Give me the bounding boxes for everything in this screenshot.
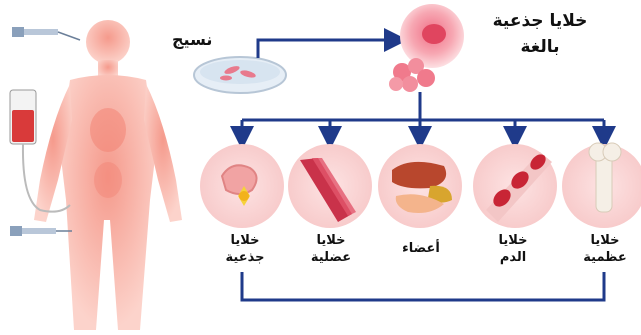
adult-stem-cells-label: خلايا جذعية بالغة	[470, 8, 610, 60]
blood-cell-circle	[473, 144, 557, 228]
organs-circle	[378, 144, 462, 228]
muscle-cells-label-line2: عضلية	[296, 249, 366, 266]
branch-arrows	[242, 92, 604, 138]
bone-cells-label-line1: خلايا	[570, 232, 640, 249]
blood-cells-label-line1: خلايا	[478, 232, 548, 249]
tissue-dish	[194, 57, 286, 93]
stem-cells-label-line2: جذعية	[210, 249, 280, 266]
adult-stem-cells-label-line1: خلايا جذعية	[470, 8, 610, 34]
muscle-cell-circle	[288, 144, 372, 228]
bone-cells-label-line2: عظمية	[570, 249, 640, 266]
stem-cells-label: خلايا جذعية	[210, 232, 280, 266]
bone-cells-label: خلايا عظمية	[570, 232, 640, 266]
blood-cells-label-line2: الدم	[478, 249, 548, 266]
organs-label: أعضاء	[386, 240, 456, 257]
syringe-icon	[10, 226, 72, 236]
syringe-icon	[12, 27, 80, 40]
blood-cells-label: خلايا الدم	[478, 232, 548, 266]
adult-stem-cell	[400, 4, 464, 68]
tissue-label: نسيج	[172, 30, 212, 49]
bottom-connector	[242, 272, 604, 300]
human-body-figure	[34, 20, 182, 330]
stem-cells-label-line1: خلايا	[210, 232, 280, 249]
organs-label-line1: أعضاء	[386, 240, 456, 257]
muscle-cells-label-line1: خلايا	[296, 232, 366, 249]
adult-stem-cells-label-line2: بالغة	[470, 34, 610, 60]
bone-cell-circle	[562, 143, 641, 228]
arrow-tissue-to-stem-cell	[258, 40, 396, 58]
stem-cell-circle	[200, 144, 284, 228]
muscle-cells-label: خلايا عضلية	[296, 232, 366, 266]
